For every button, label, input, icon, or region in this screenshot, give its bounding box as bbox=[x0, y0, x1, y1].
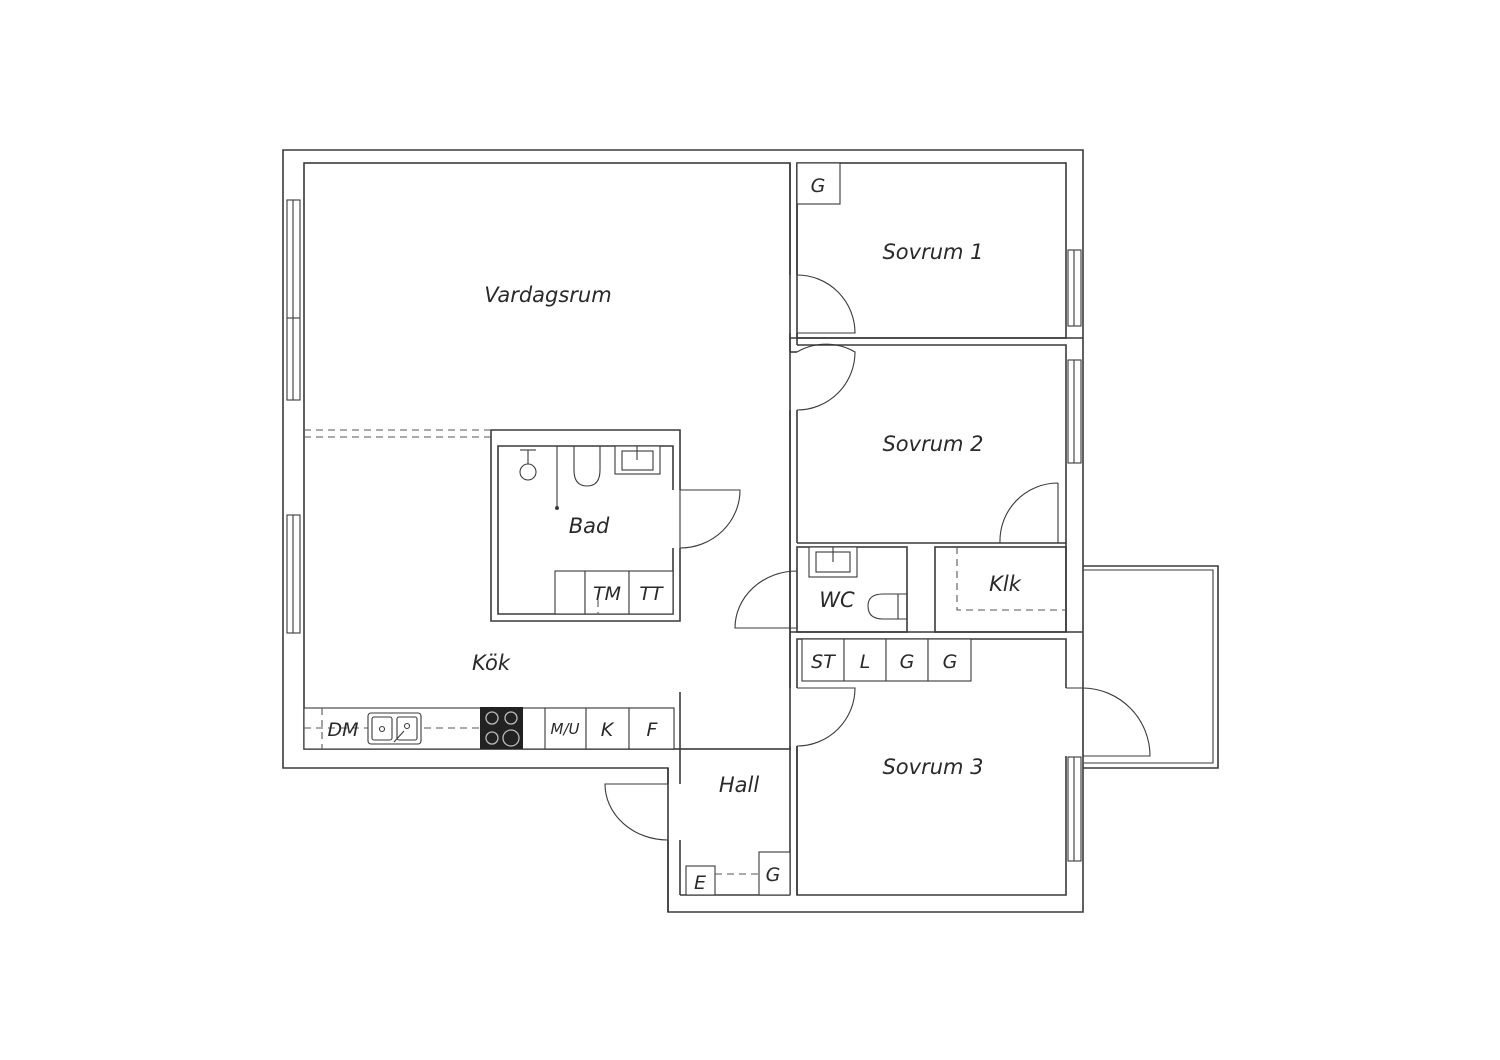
stove-burner-icon bbox=[504, 711, 518, 725]
sink-drain-icon bbox=[378, 725, 386, 733]
balcony-railing bbox=[1083, 569, 1214, 764]
e-cabinet bbox=[685, 865, 716, 896]
stove-burner-icon bbox=[502, 729, 520, 747]
dm-label: DM bbox=[327, 719, 358, 741]
sovrum1-wardrobe bbox=[796, 162, 841, 205]
room-label-hall: Hall bbox=[719, 773, 759, 797]
klk-door-swing bbox=[999, 482, 1059, 544]
bad-cabinet bbox=[554, 570, 586, 615]
balcony-door-swing bbox=[1066, 687, 1151, 757]
windows bbox=[286, 199, 1082, 862]
interior-walls bbox=[667, 162, 1083, 912]
g-cabinet-1 bbox=[885, 638, 929, 682]
sink-drain-icon bbox=[403, 722, 411, 730]
wc-fixtures bbox=[808, 546, 908, 620]
hall-g-label: G bbox=[766, 864, 781, 886]
hall-storage: ST L G G bbox=[801, 638, 972, 682]
room-label-klk: Klk bbox=[989, 572, 1022, 596]
stove-burner-icon bbox=[485, 711, 499, 725]
g-cabinet-2 bbox=[927, 638, 972, 682]
entrance-door-swing bbox=[604, 783, 669, 841]
balcony bbox=[1066, 565, 1219, 769]
st-label: ST bbox=[811, 651, 836, 673]
tt-label: TT bbox=[639, 583, 664, 605]
room-label-bad: Bad bbox=[569, 514, 610, 538]
hall-fixtures: E G bbox=[685, 851, 791, 896]
klk-dashed-shelf bbox=[956, 547, 1066, 611]
kitchen-sink-basin-icon bbox=[371, 716, 393, 741]
kitchen-counter: DM M/U K F bbox=[303, 707, 675, 750]
bad-room: TM TT bbox=[490, 429, 741, 622]
wc-door-swing bbox=[734, 570, 798, 629]
sovrum3-door-swing bbox=[796, 687, 856, 747]
dryer-box bbox=[628, 570, 674, 615]
room-label-wc: WC bbox=[819, 588, 855, 612]
sovrum2-walls bbox=[797, 344, 1067, 544]
room-label-kok: Kök bbox=[472, 651, 511, 675]
room-label-sovrum2: Sovrum 2 bbox=[882, 432, 983, 456]
k-label: K bbox=[601, 719, 615, 741]
room-labels: Vardagsrum Sovrum 1 Sovrum 2 Sovrum 3 Ba… bbox=[472, 240, 1022, 797]
sink-tap-icon bbox=[393, 730, 405, 743]
stove-icon bbox=[480, 707, 523, 749]
sovrum2-door-swing bbox=[796, 343, 856, 411]
g2-label: G bbox=[943, 651, 958, 673]
l-label: L bbox=[860, 651, 871, 673]
shower-screen-end bbox=[555, 506, 559, 510]
vardagsrum-kok-inner bbox=[303, 162, 791, 750]
hall-g-cabinet bbox=[758, 851, 791, 896]
k-cabinet bbox=[585, 707, 630, 750]
shower-drain-icon bbox=[519, 463, 537, 481]
stove-burner-icon bbox=[485, 731, 499, 745]
bad-door-swing bbox=[679, 489, 741, 549]
g1-label: G bbox=[900, 651, 915, 673]
bad-outer-wall bbox=[490, 429, 681, 622]
sovrum1-door-swing bbox=[796, 274, 856, 334]
sovrum3-walls bbox=[796, 746, 1067, 896]
room-label-vardagsrum: Vardagsrum bbox=[484, 283, 611, 307]
room-label-sovrum1: Sovrum 1 bbox=[882, 240, 983, 264]
sovrum1-g-label: G bbox=[811, 175, 826, 197]
kitchen-sink-basin-icon bbox=[396, 716, 418, 741]
washing-machine-box bbox=[584, 570, 630, 615]
exterior-walls bbox=[282, 149, 1084, 913]
f-cabinet bbox=[628, 707, 675, 750]
wc-toilet-icon bbox=[867, 593, 908, 620]
tm-label: TM bbox=[593, 583, 621, 605]
mu-label: M/U bbox=[551, 720, 580, 738]
kitchen-sink-icon bbox=[367, 712, 422, 745]
e-label: E bbox=[694, 872, 706, 894]
st-cabinet bbox=[801, 638, 845, 682]
f-label: F bbox=[647, 719, 659, 741]
balcony-outline bbox=[1083, 565, 1219, 769]
doors bbox=[604, 274, 1059, 841]
outer-wall-outline bbox=[282, 149, 1084, 913]
room-label-sovrum3: Sovrum 3 bbox=[882, 755, 983, 779]
toilet-icon bbox=[573, 445, 601, 487]
mu-cabinet bbox=[544, 707, 587, 750]
